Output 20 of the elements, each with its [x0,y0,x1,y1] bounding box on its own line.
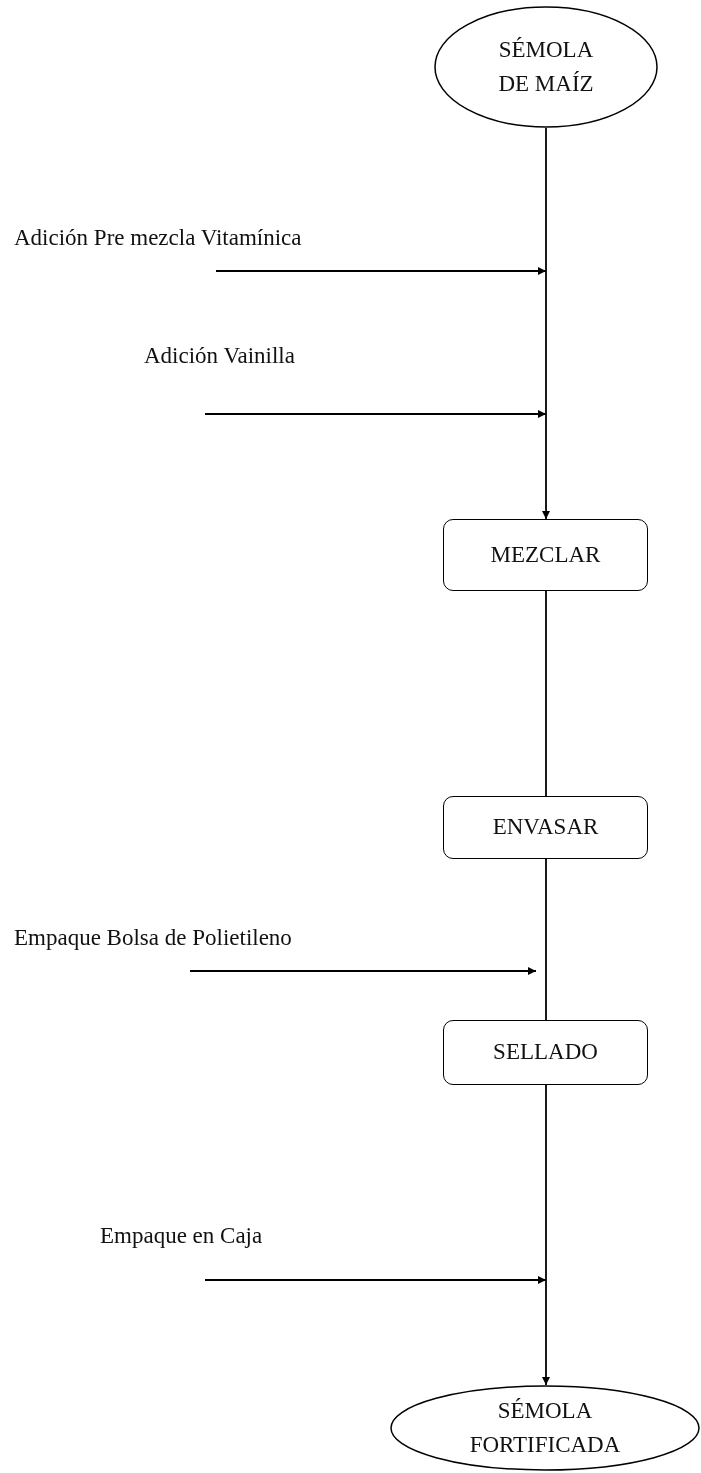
arrow [189,967,537,975]
process-box [443,796,648,859]
terminal-ellipse [390,1385,700,1471]
node-label: SELLADO [492,1038,599,1067]
node-label: SÉMOLA FORTIFICADA [468,1396,622,1459]
arrow [542,127,550,520]
arrow [542,1084,550,1386]
arrow [215,267,547,275]
terminal-ellipse [434,6,658,128]
node-label: MEZCLAR [489,540,602,569]
process-box [443,519,648,591]
node-label: ENVASAR [491,813,600,842]
arrow [204,1276,547,1284]
input-label: Adición Vainilla [143,341,296,370]
input-label: Empaque en Caja [99,1221,264,1250]
process-box [443,1020,648,1085]
input-label: Adición Pre mezcla Vitamínica [13,223,303,252]
node-label: SÉMOLA DE MAÍZ [497,35,595,98]
arrow [204,410,547,418]
input-label: Empaque Bolsa de Polietileno [13,923,293,952]
